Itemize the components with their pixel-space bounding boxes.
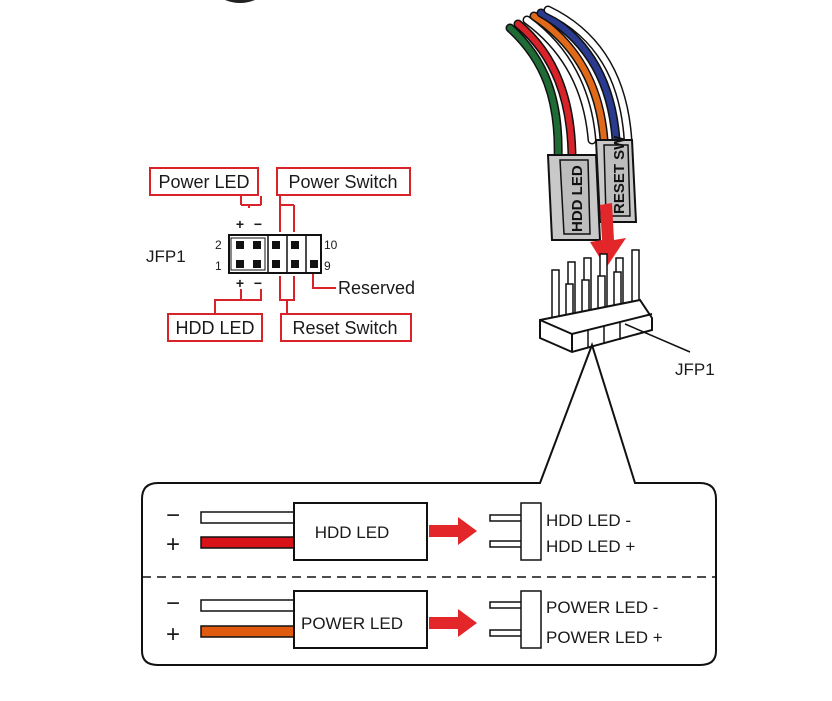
power-minus-wire: [200, 599, 295, 612]
board-header-pins: [551, 249, 640, 329]
power-led-plus-label: POWER LED +: [546, 628, 663, 647]
insert-arrow: [590, 203, 626, 268]
power-led-box-label: POWER LED: [301, 614, 403, 633]
reset-switch-label: Reset Switch: [292, 318, 397, 338]
board-header-base: [539, 298, 653, 354]
jfp1-header-label: JFP1: [146, 247, 186, 266]
hdd-led-label: HDD LED: [175, 318, 254, 338]
hdd-led-box-label: HDD LED: [315, 523, 390, 542]
cropped-shape: [225, 0, 255, 3]
power-switch-label-box: [276, 167, 411, 196]
connector-illustration: HDD LED RESET SW JFP1: [505, 5, 715, 379]
detail-callout: − + HDD LED HDD LED - HDD LED + − + POWE…: [141, 341, 717, 666]
jfp1-connector-label: JFP1: [675, 360, 715, 379]
reset-connector-label: RESET SW: [611, 135, 628, 214]
power-led-label-box: [149, 167, 259, 196]
hdd-led-minus-label: HDD LED -: [546, 511, 631, 530]
pin-number-10: 10: [324, 238, 338, 252]
power-led-bracket: [240, 196, 262, 208]
hdd-minus-sign: −: [166, 502, 180, 529]
reset-switch-bracket: [279, 276, 295, 314]
hdd-led-bracket: [214, 289, 262, 314]
hdd-plus-sign: +: [166, 531, 180, 558]
power-arrow: [429, 609, 477, 637]
power-led-minus: −: [254, 216, 262, 232]
power-led-plus: +: [236, 216, 244, 232]
jfp1-pointer-line: [624, 323, 691, 353]
hdd-minus-wire: [200, 511, 295, 524]
callout-outline: [141, 341, 717, 666]
hdd-led-minus: −: [254, 275, 262, 291]
pinout-header: Power LED Power Switch HDD LED Reset Swi…: [146, 167, 415, 342]
power-led-box: [293, 590, 428, 649]
power-header-pins: [489, 590, 542, 649]
pin-number-2: 2: [215, 238, 222, 252]
hdd-led-box: [293, 502, 428, 561]
pin-number-1: 1: [215, 259, 222, 273]
power-led-label: Power LED: [158, 172, 249, 192]
hdd-led-plus-label: HDD LED +: [546, 537, 635, 556]
hdd-plus-wire: [200, 536, 295, 549]
pin-number-9: 9: [324, 259, 331, 273]
header-pins: [236, 241, 318, 268]
power-switch-bracket: [279, 196, 295, 232]
power-minus-sign: −: [166, 590, 180, 617]
reserved-bracket: [312, 270, 336, 289]
reserved-label: Reserved: [338, 278, 415, 298]
power-plus-wire: [200, 625, 295, 638]
wire-bundle: [505, 5, 633, 165]
hdd-connector-label: HDD LED: [569, 165, 586, 232]
power-plus-sign: +: [166, 621, 180, 648]
power-led-minus-label: POWER LED -: [546, 598, 658, 617]
hdd-arrow: [429, 517, 477, 545]
power-switch-label: Power Switch: [288, 172, 397, 192]
reset-switch-label-box: [280, 313, 412, 342]
hdd-header-pins: [489, 502, 542, 561]
hdd-led-plus: +: [236, 275, 244, 291]
